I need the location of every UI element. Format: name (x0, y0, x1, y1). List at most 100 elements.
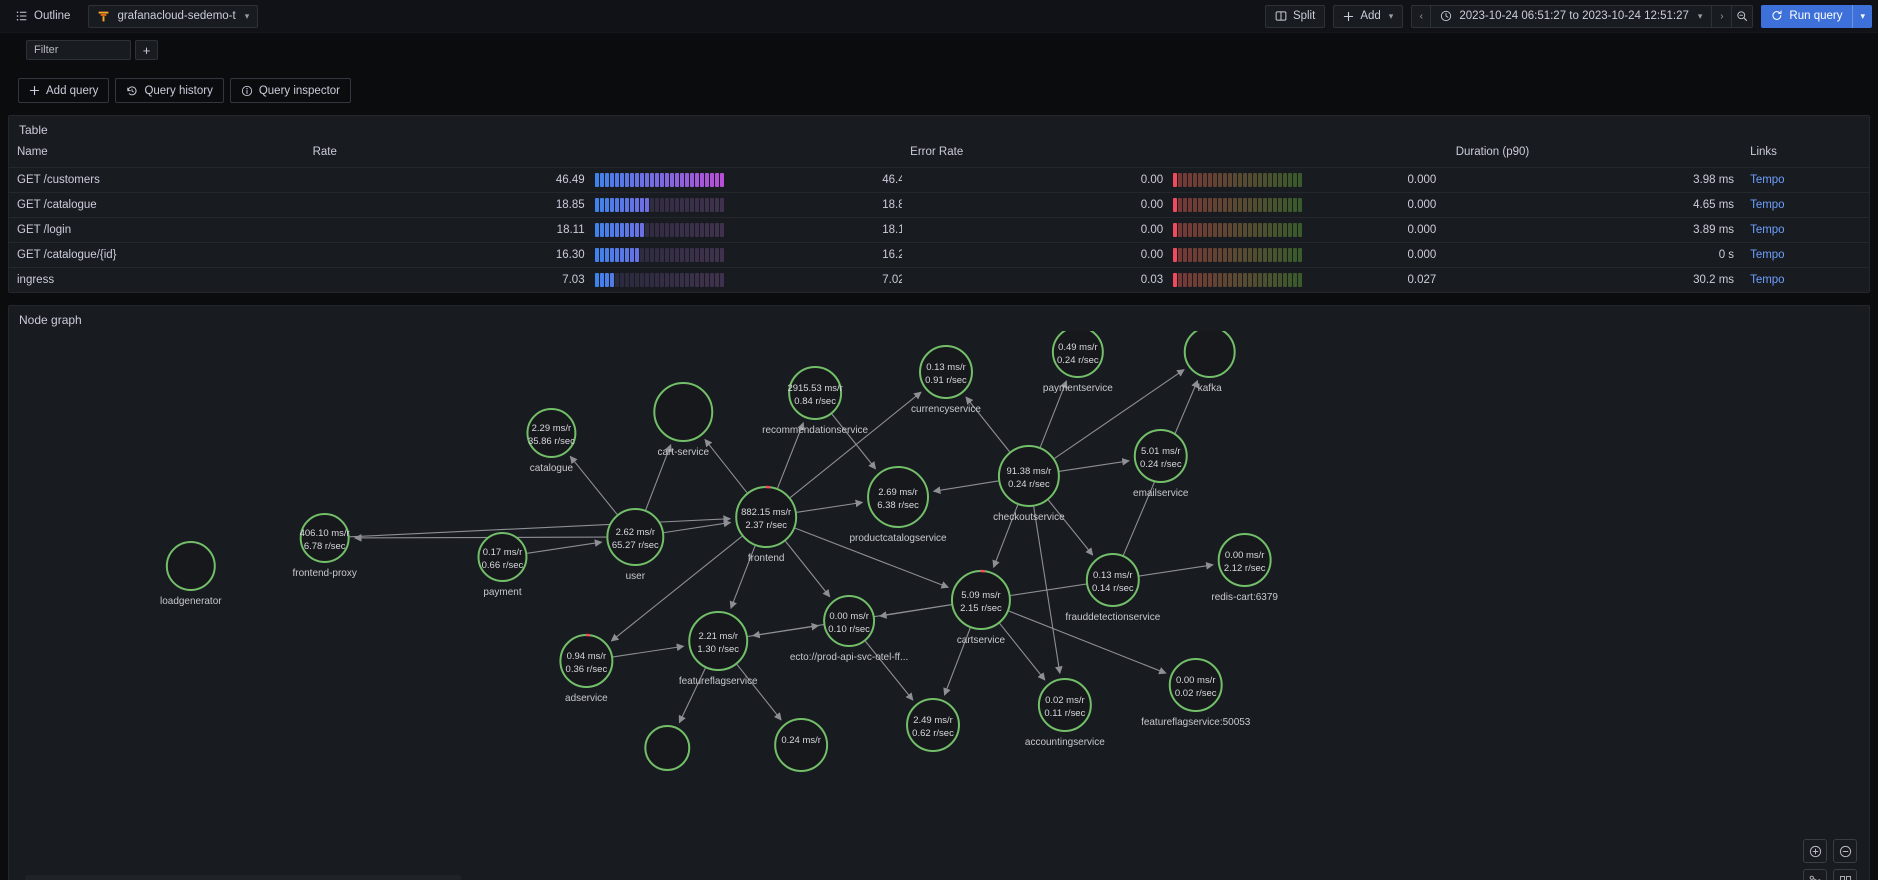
cell-links[interactable]: Tempo (1742, 242, 1869, 268)
node-graph-edge[interactable] (831, 413, 877, 470)
cell-rate-gauge (592, 267, 875, 292)
column-header-duration[interactable]: Duration (p90) (1455, 146, 1530, 158)
add-button[interactable]: Add ▾ (1333, 4, 1404, 28)
cell-links[interactable]: Tempo (1742, 167, 1869, 193)
zoom-out-button[interactable] (1731, 4, 1754, 28)
node-graph-node[interactable]: kafka (1183, 331, 1236, 394)
node-graph-edge[interactable] (992, 504, 1019, 569)
time-range-picker[interactable]: ‹ 2023-10-24 06:51:27 to 2023-10-24 12:5… (1411, 4, 1754, 28)
split-button[interactable]: Split (1264, 4, 1326, 28)
node-graph-edge[interactable] (527, 539, 603, 554)
node-graph-edge[interactable] (965, 396, 1011, 453)
node-graph-edge[interactable] (610, 535, 743, 642)
node-graph-node[interactable]: 0.24 ms/r (774, 718, 829, 772)
filter-input[interactable]: Filter (26, 40, 131, 60)
node-graph-edge[interactable] (729, 545, 756, 610)
add-query-button[interactable]: Add query (18, 78, 110, 103)
node-graph-node[interactable]: 2.49 ms/r0.62 r/sec (906, 698, 960, 752)
tempo-link[interactable]: Tempo (1750, 224, 1785, 236)
node-graph-node[interactable] (644, 725, 691, 771)
node-graph-edge[interactable] (943, 627, 971, 696)
query-inspector-button[interactable]: Query inspector (229, 78, 352, 103)
node-fill (560, 635, 613, 687)
node-graph-edge[interactable] (796, 499, 864, 513)
zoom-in-button[interactable] (1803, 839, 1827, 863)
node-graph-edge[interactable] (794, 527, 950, 589)
node-graph-edge[interactable] (612, 643, 685, 658)
add-filter-button[interactable]: + (135, 40, 158, 60)
node-graph-node[interactable]: 0.00 ms/r0.10 r/sececto://prod-api-svc-o… (790, 595, 909, 663)
outline-button[interactable]: Outline (6, 5, 80, 28)
run-query-options-button[interactable]: ▾ (1852, 4, 1872, 28)
node-graph-edge[interactable] (1054, 369, 1185, 459)
time-range-next-button[interactable]: › (1712, 4, 1732, 28)
node-graph-edge[interactable] (785, 540, 831, 598)
node-graph-node[interactable]: 2915.53 ms/r0.84 r/secrecommendationserv… (762, 366, 869, 436)
table-row[interactable]: GET /catalogue/{id}16.3016.2970.000.0000… (9, 242, 1869, 268)
datasource-picker[interactable]: grafanacloud-sedemo-t ▾ (88, 4, 259, 28)
tempo-link[interactable]: Tempo (1750, 199, 1785, 211)
node-graph-edge[interactable] (353, 534, 607, 542)
node-graph-edge[interactable] (999, 623, 1046, 681)
time-range-display[interactable]: 2023-10-24 06:51:27 to 2023-10-24 12:51:… (1430, 4, 1713, 28)
tempo-link[interactable]: Tempo (1750, 249, 1785, 261)
node-graph-node[interactable]: cart-service (653, 382, 714, 458)
zoom-out-button[interactable] (1833, 839, 1857, 863)
node-graph-edge[interactable] (1008, 610, 1167, 675)
node-graph-edge[interactable] (1039, 380, 1068, 448)
node-graph-edge[interactable] (645, 443, 672, 511)
cell-links[interactable]: Tempo (1742, 217, 1869, 243)
node-graph-edge[interactable] (349, 515, 732, 538)
query-history-button[interactable]: Query history (115, 78, 224, 103)
column-header-error-rate[interactable]: Error Rate (910, 146, 964, 158)
node-graph-edge[interactable] (1059, 458, 1130, 472)
node-graph-edge[interactable] (569, 455, 618, 515)
tempo-link[interactable]: Tempo (1750, 174, 1785, 186)
cell-links[interactable]: Tempo (1742, 192, 1869, 218)
grid-view-button[interactable] (1833, 869, 1857, 880)
node-graph-edge[interactable] (789, 391, 922, 498)
node-graph-edge[interactable] (777, 422, 805, 489)
node-graph-node[interactable]: 0.00 ms/r0.02 r/secfeatureflagservice:50… (1141, 658, 1251, 728)
node-graph-edge[interactable] (1047, 499, 1094, 556)
node-graph-edge[interactable] (932, 480, 999, 495)
node-requests-per-second: 2.12 r/sec (1224, 563, 1266, 574)
node-graph-edge[interactable] (663, 519, 732, 534)
node-graph-edge[interactable] (678, 667, 706, 724)
time-range-prev-button[interactable]: ‹ (1411, 4, 1431, 28)
node-graph-edge[interactable] (736, 664, 782, 721)
node-graph-edge[interactable] (864, 640, 914, 701)
node-graph-node[interactable]: loadgenerator (160, 541, 222, 607)
tempo-link[interactable]: Tempo (1750, 274, 1785, 286)
layout-toggle-button[interactable] (1803, 869, 1827, 880)
cell-links[interactable]: Tempo (1742, 267, 1869, 292)
column-header-rate[interactable]: Rate (312, 146, 337, 158)
node-graph-edge[interactable] (704, 438, 748, 494)
column-header-links[interactable]: Links (1750, 146, 1777, 158)
node-graph-edge[interactable] (878, 604, 952, 619)
node-fill (1169, 659, 1222, 711)
run-query-button[interactable]: Run query ▾ (1761, 4, 1872, 28)
column-header-name[interactable]: Name (17, 146, 48, 158)
